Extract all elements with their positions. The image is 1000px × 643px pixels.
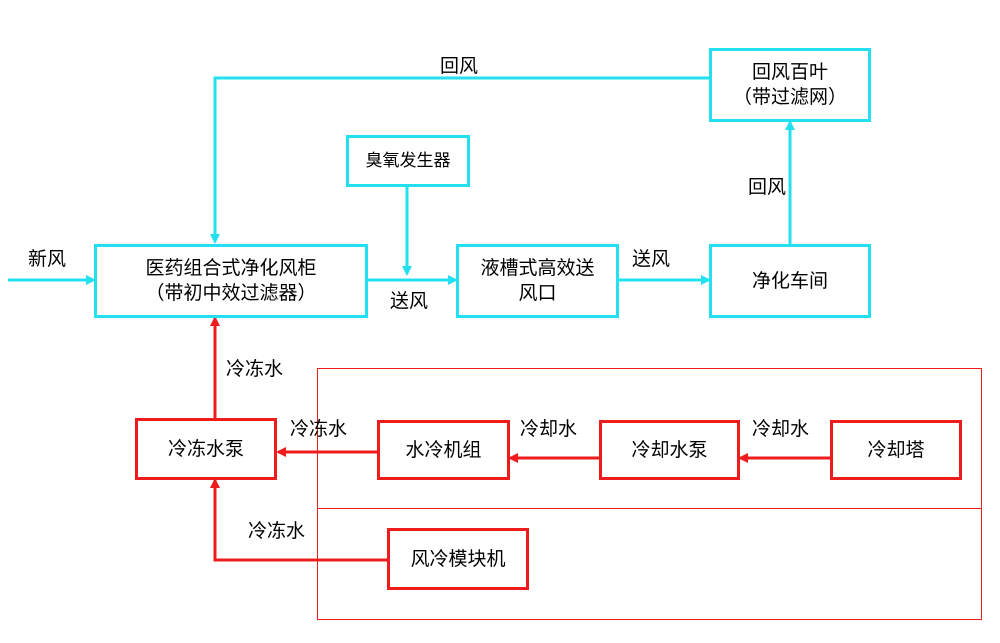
water-chiller-box: 水冷机组 xyxy=(377,420,510,480)
ozone-generator-box: 臭氧发生器 xyxy=(346,135,470,187)
chilled-water-pump-box: 冷冻水泵 xyxy=(135,418,277,480)
chilled-water-from-air-label: 冷冻水 xyxy=(248,520,306,542)
cooling-tower-box: 冷却塔 xyxy=(830,420,962,480)
chilled-water-from-chiller-label: 冷冻水 xyxy=(290,418,348,440)
supply-air-label-1: 送风 xyxy=(390,290,429,312)
water-chiller-label: 水冷机组 xyxy=(405,438,482,461)
return-louver-line1: 回风百叶 xyxy=(751,61,828,84)
cooling-water-pump-box: 冷却水泵 xyxy=(599,420,740,480)
cooling-water-label-1: 冷却水 xyxy=(520,418,578,440)
chilled-water-pump-label: 冷冻水泵 xyxy=(167,437,244,460)
cooling-tower-label: 冷却塔 xyxy=(867,438,925,461)
ahu-line2: （带初中效过滤器） xyxy=(145,282,317,304)
fresh-air-label: 新风 xyxy=(28,248,67,270)
clean-room-box: 净化车间 xyxy=(709,244,871,318)
air-chiller-line xyxy=(210,478,387,562)
ahu-line1: 医药组合式净化风柜 xyxy=(145,257,317,280)
chilled-water-up-label: 冷冻水 xyxy=(226,358,284,380)
supply-outlet-line2: 风口 xyxy=(518,282,557,304)
return-air-side-label: 回风 xyxy=(748,176,787,198)
air-cooled-chiller-label: 风冷模块机 xyxy=(410,547,506,570)
return-louver-box: 回风百叶 （带过滤网） xyxy=(709,48,871,122)
cooling-water-pump-label: 冷却水泵 xyxy=(631,438,708,461)
supply-air-label-2: 送风 xyxy=(632,248,671,270)
supply-outlet-box: 液槽式高效送 风口 xyxy=(456,244,619,318)
supply-outlet-line1: 液槽式高效送 xyxy=(480,257,595,280)
air-cooled-chiller-box: 风冷模块机 xyxy=(387,528,529,590)
return-louver-line2: （带过滤网） xyxy=(732,86,847,108)
ozone-generator-label: 臭氧发生器 xyxy=(365,150,451,171)
cooling-water-label-2: 冷却水 xyxy=(752,418,810,440)
return-air-line xyxy=(210,76,710,244)
air-cooled-frame xyxy=(317,508,982,620)
ahu-box: 医药组合式净化风柜 （带初中效过滤器） xyxy=(94,244,368,318)
return-air-top-label: 回风 xyxy=(440,55,479,77)
clean-room-label: 净化车间 xyxy=(751,269,828,292)
